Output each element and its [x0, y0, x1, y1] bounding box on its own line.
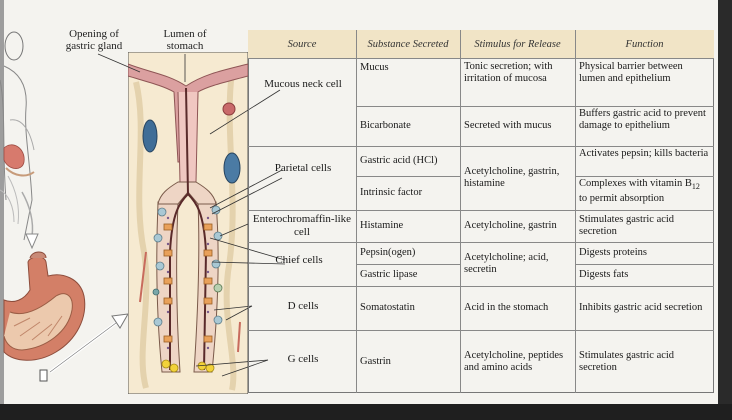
cell-function-gastrin: Stimulates gastric acid secretion [579, 349, 675, 373]
cell-stimulus-chief-merged: Acetylcholine; acid, secretin [464, 252, 549, 275]
right-edge-strip [718, 0, 732, 420]
cell-stimulus-histamine: Acetylcholine, gastrin [464, 220, 557, 231]
source-mucous-neck-cell: Mucous neck cell [264, 78, 342, 90]
header-source: Source [248, 30, 356, 58]
cell-substance-mucus: Mucus [360, 62, 389, 73]
cell-stimulus-bicarbonate: Secreted with mucus [464, 120, 552, 131]
cell-substance-pepsinogen: Pepsin(ogen) [360, 247, 416, 258]
cell-function-gastric-lipase: Digests fats [579, 269, 629, 280]
source-g-cells: G cells [287, 353, 319, 365]
cell-substance-histamine: Histamine [360, 220, 404, 231]
source-chief-cells: Chief cells [275, 254, 323, 266]
cell-stimulus-somatostatin: Acid in the stomach [464, 302, 549, 313]
cell-substance-somatostatin: Somatostatin [360, 302, 415, 313]
cell-stimulus-mucus: Tonic secretion; with irritation of muco… [464, 61, 553, 84]
label-opening-of-gastric-gland: Opening of gastric gland [65, 28, 123, 52]
body-and-stomach-illustration [0, 31, 129, 382]
cell-substance-intrinsic-factor: Intrinsic factor [360, 187, 423, 198]
left-edge-strip [0, 0, 4, 420]
header-substance-secreted: Substance Secreted [356, 30, 460, 58]
cell-function-mucus: Physical barrier between lumen and epith… [579, 61, 683, 84]
cell-function-intrinsic-factor: Complexes with vitamin B12 to permit abs… [579, 178, 700, 205]
gastric-secretions-table: Source Substance Secreted Stimulus for R… [248, 30, 714, 393]
cell-stimulus-parietal-merged: Acetylcholine, gastrin, histamine [464, 166, 560, 189]
cell-function-somatostatin: Inhibits gastric acid secretion [579, 302, 703, 313]
cell-function-pepsinogen: Digests proteins [579, 247, 647, 258]
header-stimulus-for-release: Stimulus for Release [460, 30, 575, 58]
cell-substance-bicarbonate: Bicarbonate [360, 120, 411, 131]
label-lumen-of-stomach: Lumen of stomach [163, 28, 207, 52]
header-function: Function [575, 30, 714, 58]
cell-function-gastric-acid: Activates pepsin; kills bacteria [579, 148, 709, 159]
cell-function-bicarbonate: Buffers gastric acid to prevent damage t… [579, 108, 706, 131]
cell-substance-gastric-acid: Gastric acid (HCl) [360, 155, 438, 166]
source-parietal-cells: Parietal cells [274, 162, 332, 174]
source-d-cells: D cells [287, 300, 319, 312]
bottom-edge-strip [0, 404, 732, 420]
cell-function-histamine: Stimulates gastric acid secretion [579, 214, 675, 237]
cell-stimulus-gastrin: Acetylcholine, peptides and amino acids [464, 349, 564, 373]
cell-substance-gastric-lipase: Gastric lipase [360, 269, 418, 280]
cell-substance-gastrin: Gastrin [360, 355, 391, 367]
gastric-gland-illustration [128, 52, 248, 394]
source-enterochromaffin-like-cell: Enterochromaffin-like cell [252, 213, 352, 238]
